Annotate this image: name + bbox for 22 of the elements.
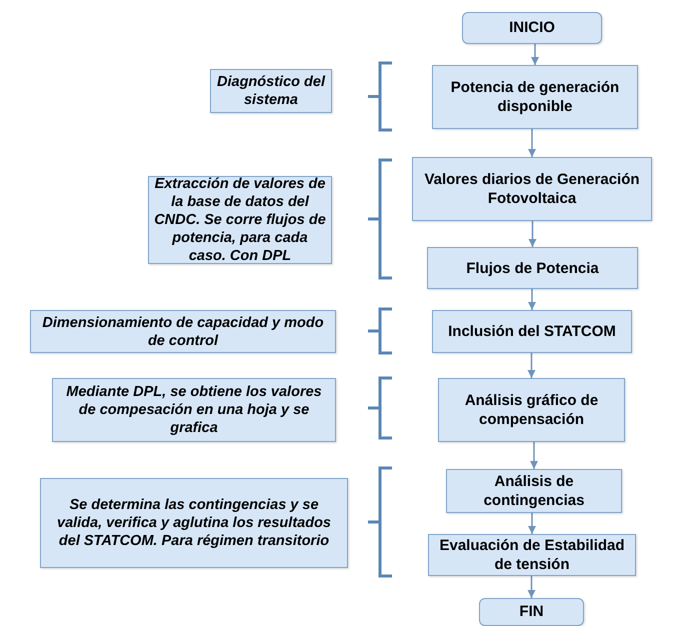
arrow	[531, 44, 539, 65]
arrow	[528, 129, 536, 157]
note-box: Dimensionamiento de capacidad y modo de control	[30, 310, 336, 353]
arrow	[528, 576, 536, 598]
arrow	[530, 442, 538, 469]
terminal-box: INICIO	[462, 12, 602, 44]
process-box: Evaluación de Estabilidad de tensión	[428, 534, 636, 576]
note-box: Diagnóstico del sistema	[210, 69, 332, 113]
process-box: Análisis de contingencias	[446, 469, 622, 513]
note-box: Mediante DPL, se obtiene los valores de compesación en una hoja y se grafica	[52, 378, 336, 442]
arrow	[528, 289, 536, 310]
arrow	[528, 221, 536, 247]
arrow	[528, 353, 536, 378]
process-box: Flujos de Potencia	[427, 247, 638, 289]
note-box: Extracción de valores de la base de datos del CNDC. Se corre flujos de potencia, para cada caso. Con DPL	[148, 176, 332, 264]
note-box: Se determina las contingencias y se valida, verifica y aglutina los resultados del STATCOM. Para régimen transitorio	[40, 478, 348, 568]
process-box: Análisis gráfico de compensación	[438, 378, 625, 442]
terminal-box: FIN	[479, 598, 584, 626]
process-box: Potencia de generación disponible	[432, 65, 638, 129]
arrow	[528, 513, 536, 534]
process-box: Inclusión del STATCOM	[432, 310, 632, 353]
process-box: Valores diarios de Generación Fotovoltaica	[412, 157, 652, 221]
